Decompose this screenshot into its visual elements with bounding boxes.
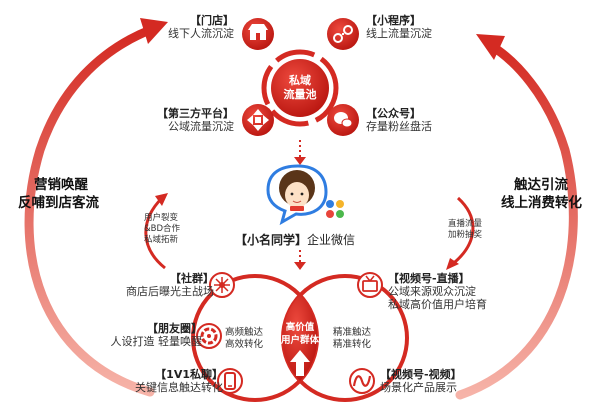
left-small-line2: &BD合作	[144, 224, 181, 234]
right-big-arc-head	[476, 34, 505, 60]
bottom-left-inner-line1: 高频触达	[225, 327, 264, 338]
bottom-up-arrow-icon	[290, 350, 310, 376]
center-ring	[261, 49, 339, 127]
right-small-arc	[449, 196, 475, 268]
live-node	[357, 272, 383, 298]
mini-program-label: 【小程序】 线上流量沉淀	[366, 14, 432, 40]
mini-program-title: 【小程序】	[366, 14, 421, 27]
wecom-name-highlight: 【小名同学】	[235, 233, 308, 247]
left-small-arc	[144, 196, 166, 270]
official-account-title: 【公众号】	[366, 107, 421, 120]
live-broadcast-icon	[362, 275, 378, 292]
community-title: 【社群】	[170, 272, 214, 285]
official-account-node	[327, 104, 359, 136]
chat-bubble-icon	[334, 112, 353, 128]
right-small-line2: 加粉抽奖	[447, 230, 482, 240]
dotted-arrow-top-head	[294, 157, 306, 165]
moments-sub: 人设打造 轻量唤醒	[110, 335, 203, 348]
wecom-name-rest: 企业微信	[307, 233, 356, 247]
left-big-line2: 反哺到店客流	[18, 195, 99, 211]
right-small-line1: 直播流量	[447, 219, 482, 229]
center-disc	[271, 59, 329, 117]
third-party-sub: 公域流量沉淀	[168, 120, 234, 133]
bottom-right-inner-line2: 精准转化	[333, 339, 372, 350]
live-sub2: 私域高价值用户培育	[388, 298, 487, 311]
video-label: 【视频号-视频】 场景化产品展示	[380, 368, 462, 394]
left-big-text: 营销唤醒 反哺到店客流	[18, 176, 99, 212]
live-title: 【视频号-直播】	[388, 272, 470, 285]
bottom-center-line2: 用户群体	[280, 334, 320, 346]
community-icon	[214, 277, 230, 293]
official-account-sub: 存量粉丝盘活	[366, 120, 432, 133]
third-party-label: 【第三方平台】 公域流量沉淀	[157, 107, 234, 133]
private-chat-title: 【1V1私聊】	[155, 368, 223, 381]
video-node	[349, 368, 375, 394]
left-small-line1: 用户裂变	[144, 213, 179, 223]
left-big-arc-head	[140, 18, 168, 44]
store-title: 【门店】	[190, 14, 234, 27]
enterprise-wechat-logo-icon	[326, 200, 344, 218]
mini-program-sub: 线上流量沉淀	[366, 27, 432, 40]
left-small-line3: 私域拓新	[144, 235, 179, 245]
bottom-left-inner-line2: 高效转化	[225, 339, 264, 350]
phone-icon	[224, 372, 236, 390]
third-party-node	[242, 104, 274, 136]
left-small-arc-head	[155, 193, 168, 206]
live-label: 【视频号-直播】 公域来源观众沉淀 私域高价值用户培育	[388, 272, 487, 311]
left-big-arc	[24, 25, 155, 397]
moments-icon	[200, 327, 218, 345]
moments-node	[196, 323, 222, 349]
right-big-arc	[455, 40, 578, 400]
move-arrows-icon	[247, 109, 269, 131]
video-icon	[352, 375, 372, 387]
video-title: 【视频号-视频】	[380, 368, 462, 381]
private-chat-node	[217, 368, 243, 394]
bottom-intersection	[282, 295, 318, 381]
bottom-center-line1: 高价值	[286, 321, 315, 333]
wecom-name: 【小名同学】企业微信	[235, 231, 355, 248]
bottom-left-inner-text: 高频触达 高效转化	[225, 327, 263, 351]
moments-label: 【朋友圈】 人设打造 轻量唤醒	[111, 322, 203, 348]
center-line1: 私域	[289, 73, 311, 87]
third-party-title: 【第三方平台】	[157, 107, 234, 120]
right-small-text: 直播流量 加粉抽奖	[448, 219, 482, 241]
community-sub: 商店后曝光主战场	[126, 285, 214, 298]
left-big-line1: 营销唤醒	[34, 177, 88, 193]
right-big-line1: 触达引流	[514, 177, 568, 193]
mini-program-node	[327, 18, 359, 50]
store-node	[242, 18, 274, 50]
store-icon	[248, 24, 268, 40]
store-label: 【门店】 线下人流沉淀	[168, 14, 234, 40]
store-sub: 线下人流沉淀	[168, 27, 234, 40]
moments-title: 【朋友圈】	[147, 322, 202, 335]
mini-program-icon	[333, 25, 353, 43]
community-label: 【社群】 商店后曝光主战场	[126, 272, 214, 298]
bottom-right-inner-line1: 精准触达	[333, 327, 372, 338]
private-chat-sub: 关键信息触达转化	[135, 381, 223, 394]
live-sub1: 公域来源观众沉淀	[388, 285, 476, 298]
right-big-line2: 线上消费转化	[501, 195, 582, 211]
official-account-label: 【公众号】 存量粉丝盘活	[366, 107, 432, 133]
private-chat-label: 【1V1私聊】 关键信息触达转化	[135, 368, 223, 394]
community-node	[209, 272, 235, 298]
right-big-text: 触达引流 线上消费转化	[501, 176, 582, 212]
bottom-right-inner-text: 精准触达 精准转化	[333, 327, 371, 351]
left-small-text: 用户裂变 &BD合作 私域拓新	[144, 213, 180, 246]
dotted-arrow-bottom-head	[294, 262, 306, 270]
center-line2: 流量池	[284, 87, 317, 101]
right-small-arc-head	[446, 258, 459, 270]
avatar	[266, 164, 328, 226]
video-sub1: 场景化产品展示	[380, 381, 457, 394]
